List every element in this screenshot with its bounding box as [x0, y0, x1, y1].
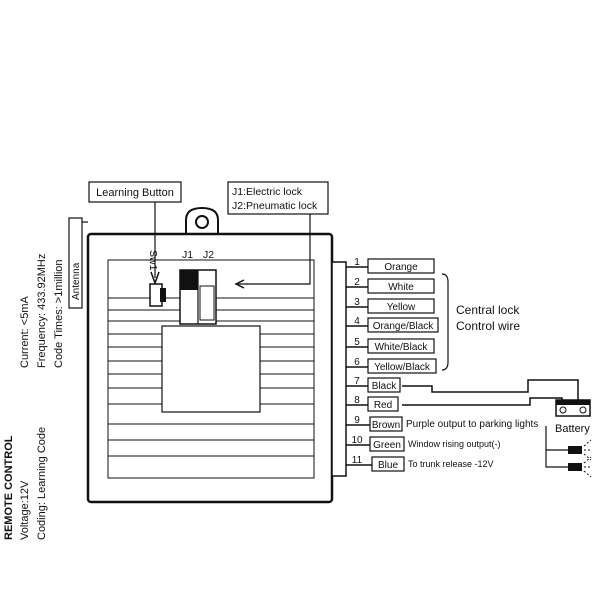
jumper-legend-line2: J2:Pneumatic lock	[232, 200, 318, 212]
wire-description: Purple output to parking lights	[406, 419, 538, 430]
wire-number: 7	[354, 376, 360, 387]
central-lock-brace	[441, 273, 449, 371]
wire-8: 8 Red	[346, 395, 399, 412]
wire-color-box	[369, 416, 403, 432]
central-lock-label-1: Central lock	[456, 303, 520, 317]
learning-button-label: Learning Button	[96, 187, 174, 199]
wire-number: 4	[354, 316, 360, 327]
wire-11: 11 Blue To trunk release -12V	[346, 455, 494, 472]
wire-2: 2 White	[346, 277, 435, 294]
wire-color-label: Orange/Black	[373, 321, 435, 332]
wire-color-label: Blue	[378, 460, 398, 471]
wire-color-label: Orange	[384, 262, 418, 273]
brown-wire-run-2	[545, 450, 568, 468]
spec-frequency: Frequency: 433.92MHz	[36, 254, 48, 368]
wire-number: 5	[354, 337, 360, 348]
mounting-tab	[185, 206, 219, 234]
sw1-switch	[149, 283, 166, 307]
wire-color-box	[369, 436, 405, 452]
wire-number: 6	[354, 357, 360, 368]
parking-light-icon	[568, 439, 592, 461]
battery-label: Battery	[555, 423, 590, 435]
wire-description: To trunk release -12V	[408, 459, 494, 469]
wire-number: 8	[354, 395, 360, 406]
wire-number: 9	[354, 415, 360, 426]
jumpers	[179, 269, 217, 325]
wire-color-label: Black	[372, 381, 397, 392]
wire-color-box	[367, 317, 439, 333]
wire-color-label: Brown	[372, 420, 400, 431]
central-lock-label-2: Control wire	[456, 319, 520, 333]
wire-color-box	[367, 258, 435, 274]
learning-button-arrow	[150, 202, 160, 286]
antenna-label: Antenna	[71, 262, 82, 300]
wire-number: 2	[354, 277, 360, 288]
spec-voltage: Voltage:12V	[19, 480, 31, 540]
learning-button-label-box	[88, 181, 182, 203]
wire-6: 6 Yellow/Black	[346, 357, 437, 374]
spec-current: Current: <5mA	[19, 296, 31, 368]
wire-3: 3 Yellow	[346, 297, 435, 314]
module-inner-panel	[107, 259, 315, 479]
red-wire-run	[402, 397, 563, 406]
j2-label: J2	[203, 249, 214, 261]
wire-color-box	[367, 298, 435, 314]
parking-light-icon	[568, 456, 592, 478]
wire-color-label: Red	[374, 400, 392, 411]
wire-color-box	[367, 396, 399, 412]
wire-color-label: Yellow/Black	[374, 362, 431, 373]
antenna	[68, 217, 88, 309]
wire-color-label: White/Black	[375, 342, 429, 353]
wire-color-label: Green	[373, 440, 401, 451]
wire-5: 5 White/Black	[346, 337, 435, 354]
spec-code-times: Code Times: >1million	[53, 259, 65, 368]
wire-color-box	[371, 456, 405, 472]
wire-4: 4 Orange/Black	[346, 316, 439, 333]
wire-7: 7 Black	[346, 376, 401, 393]
battery	[555, 399, 591, 417]
sw1-label: Sw1	[147, 250, 159, 271]
spec-coding: Coding: Learning Code	[36, 427, 48, 540]
wire-9: 9 Brown Purple output to parking lights	[346, 415, 538, 432]
spec-remote-control: REMOTE CONTROL	[3, 435, 15, 540]
circuit-traces	[108, 297, 314, 457]
wires: 1 Orange 2 White 3 Yellow 4 Orange/Black 5 White/…	[346, 257, 538, 472]
wire-1: 1 Orange	[346, 257, 435, 274]
wire-color-label: Yellow	[387, 302, 416, 313]
wire-color-box	[367, 278, 435, 294]
wire-connector	[331, 261, 347, 477]
wire-number: 1	[354, 257, 360, 268]
chip	[161, 325, 261, 413]
wire-color-label: White	[388, 282, 414, 293]
wire-number: 3	[354, 297, 360, 308]
wire-description: Window rising output(-)	[408, 439, 501, 449]
wire-color-box	[367, 377, 401, 393]
wire-color-box	[367, 338, 435, 354]
jumper-legend-box	[227, 181, 329, 215]
wire-number: 10	[351, 435, 363, 446]
jumper-legend-line1: J1:Electric lock	[232, 186, 303, 198]
jumper-legend-arrow	[234, 214, 311, 289]
wire-number: 11	[352, 455, 363, 466]
wire-color-box	[367, 358, 437, 374]
j1-label: J1	[182, 249, 193, 261]
black-wire-run	[402, 379, 579, 400]
wire-10: 10 Green Window rising output(-)	[346, 435, 501, 452]
